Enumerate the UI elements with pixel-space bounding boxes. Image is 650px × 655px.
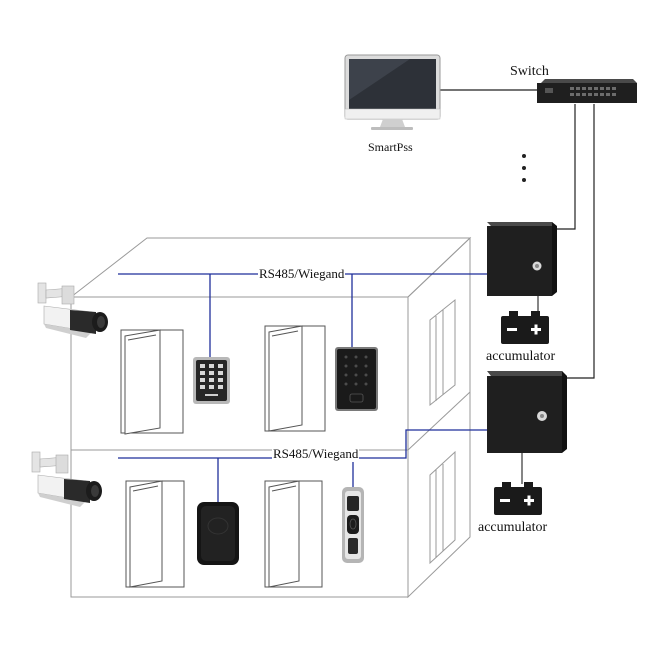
touch-keypad-reader-icon[interactable] <box>335 347 378 411</box>
switch-to-controller-upper-line <box>556 104 576 230</box>
switch-ports <box>570 87 616 96</box>
bullet-camera-icon[interactable] <box>37 282 108 338</box>
rs485-wiegand-bus-lower <box>118 429 487 502</box>
switch-to-controller-lower-line <box>567 104 595 379</box>
battery-icon <box>494 482 542 515</box>
fingerprint-reader-icon[interactable] <box>342 487 364 563</box>
floor-divider-side <box>407 391 471 451</box>
battery-icon <box>501 311 549 344</box>
access-controller-icon[interactable] <box>487 371 567 453</box>
battery-wires <box>521 296 539 484</box>
switch-label: Switch <box>510 64 549 79</box>
door-icon <box>125 480 185 588</box>
door-icon <box>120 329 184 435</box>
door-icon <box>264 480 323 588</box>
keypad-reader-icon[interactable] <box>193 357 230 404</box>
doors <box>120 325 326 588</box>
side-window-lower <box>429 450 456 565</box>
side-windows <box>429 298 456 565</box>
network-lines <box>439 89 595 379</box>
card-reader-icon[interactable] <box>197 502 239 565</box>
bullet-camera-icon[interactable] <box>31 451 102 507</box>
rs485-wiegand-label-upper: RS485/Wiegand <box>258 266 346 282</box>
ellipsis-dots <box>522 154 526 182</box>
access-controller-icon[interactable] <box>487 222 557 296</box>
network-switch-icon[interactable] <box>537 79 637 103</box>
door-icon <box>264 325 326 432</box>
smartpss-label: SmartPss <box>368 140 413 154</box>
building-right-face <box>407 236 471 599</box>
accumulator-label-upper: accumulator <box>486 349 556 364</box>
rs485-wiegand-label-lower: RS485/Wiegand <box>272 446 360 462</box>
side-window-upper <box>429 298 456 407</box>
computer-monitor-icon[interactable] <box>344 54 441 130</box>
accumulator-label-lower: accumulator <box>478 520 548 535</box>
